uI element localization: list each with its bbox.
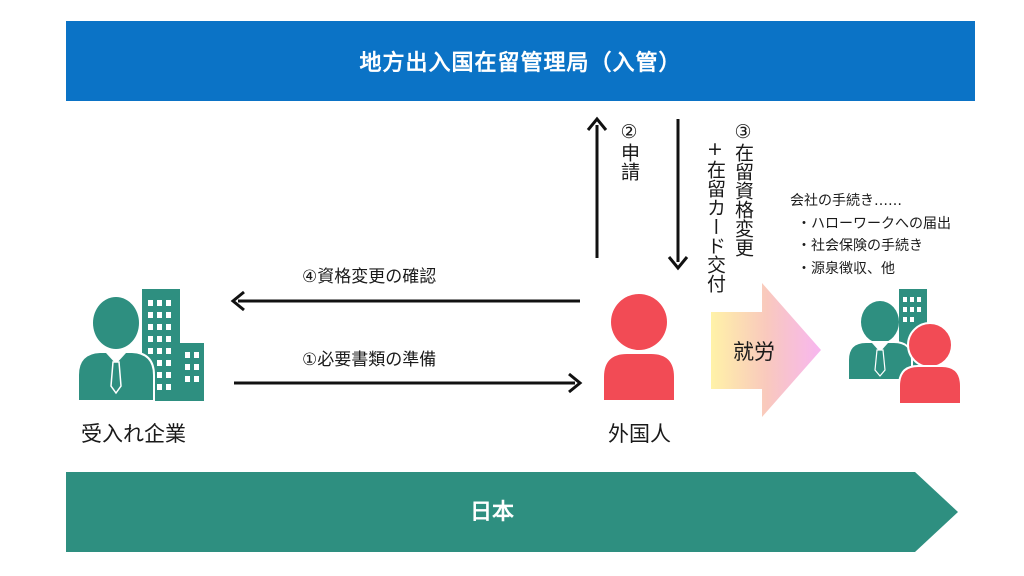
employment-arrow <box>711 283 821 417</box>
japan-label: 日本 <box>470 500 515 525</box>
status-change-down-arrow <box>667 119 689 271</box>
company-procedures-list: 会社の手続き…… ・ハローワークへの届出 ・社会保険の手続き ・源泉徴収、他 <box>790 190 951 280</box>
japan-arrow-bar <box>66 472 958 552</box>
building-with-two-people-icon <box>847 289 962 405</box>
employment-label: 就労 <box>733 340 775 364</box>
building-with-person-icon <box>77 289 204 402</box>
application-up-arrow <box>586 116 608 258</box>
application-step-label: ②申請 <box>618 121 640 181</box>
prepare-right-arrow <box>234 372 583 394</box>
card-issuance-label: +在留カード交付 <box>704 138 726 293</box>
procedure-item: ・ハローワークへの届出 <box>797 215 951 232</box>
company-label: 受入れ企業 <box>81 422 186 446</box>
confirm-left-arrow <box>230 290 580 312</box>
immigration-office-banner: 地方出入国在留管理局（入管） <box>66 21 975 101</box>
immigration-office-title: 地方出入国在留管理局（入管） <box>359 51 682 76</box>
person-icon <box>604 294 674 400</box>
foreigner-label: 外国人 <box>608 422 671 446</box>
procedure-item: ・源泉徴収、他 <box>797 260 895 277</box>
prepare-step-label: ①必要書類の準備 <box>302 350 437 370</box>
procedure-item: ・社会保険の手続き <box>797 238 923 254</box>
status-change-step-label: ③在留資格変更 <box>732 121 754 257</box>
confirm-step-label: ④資格変更の確認 <box>302 267 437 287</box>
company-procedures-heading: 会社の手続き…… <box>790 193 902 209</box>
